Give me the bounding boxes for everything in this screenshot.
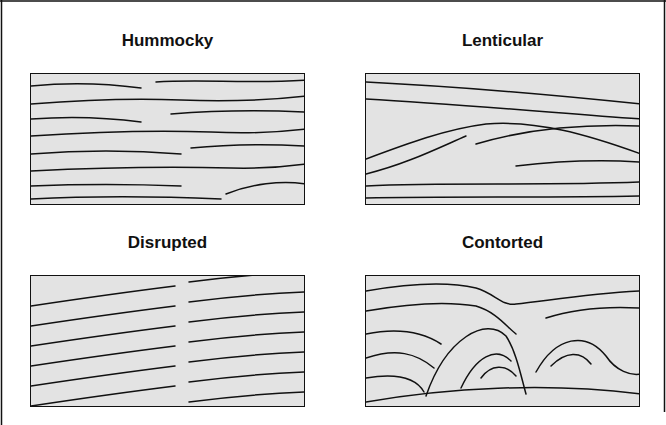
bedding-line: [189, 276, 305, 282]
bedding-line: [366, 388, 640, 402]
strata-panel-group: Lenticular: [365, 30, 640, 205]
bedding-line: [426, 329, 526, 396]
panel-title: Lenticular: [365, 30, 640, 52]
bedding-line: [31, 129, 305, 136]
bedding-line: [366, 353, 434, 368]
bedding-line: [189, 372, 305, 382]
bedding-line: [366, 99, 640, 119]
strata-panel-group: Disrupted: [30, 232, 305, 407]
bedding-line: [516, 161, 640, 166]
bedding-line: [366, 331, 441, 344]
bedding-line: [31, 185, 181, 187]
bedding-line: [366, 196, 640, 198]
bedding-line: [31, 118, 141, 122]
bedding-line: [189, 352, 305, 362]
panel-title: Disrupted: [30, 232, 305, 254]
bedding-line: [31, 96, 305, 104]
bedding-line: [461, 354, 511, 388]
strata-panel-group: Contorted: [365, 232, 640, 407]
bedding-line: [189, 312, 305, 322]
bedding-line: [189, 392, 305, 402]
panel-title: Hummocky: [30, 30, 305, 52]
panel-title: Contorted: [365, 232, 640, 254]
bedding-line: [366, 182, 640, 186]
bedding-line: [366, 82, 640, 104]
strata-panel: [30, 73, 305, 205]
bedding-line: [481, 367, 516, 378]
strata-panel-group: Hummocky: [30, 30, 305, 205]
strata-lines: [31, 74, 305, 205]
bedding-line: [476, 126, 640, 144]
bedding-line: [31, 366, 175, 386]
bedding-line: [31, 164, 305, 171]
strata-lines: [366, 276, 640, 407]
bedding-line: [31, 286, 175, 306]
bedding-line: [31, 306, 175, 326]
bedding-line: [189, 332, 305, 342]
bedding-line: [536, 340, 640, 374]
bedding-line: [546, 307, 640, 318]
bedding-line: [31, 84, 141, 88]
bedding-line: [31, 326, 175, 346]
bedding-line: [366, 376, 424, 392]
bedding-line: [551, 354, 591, 366]
bedding-line: [31, 197, 221, 199]
bedding-line: [171, 111, 305, 114]
strata-lines: [31, 276, 305, 407]
strata-lines: [366, 74, 640, 205]
strata-panel: [365, 73, 640, 205]
bedding-line: [366, 284, 640, 304]
bedding-line: [31, 346, 175, 366]
bedding-line: [189, 292, 305, 302]
strata-panel: [365, 275, 640, 407]
bedding-line: [366, 136, 466, 174]
bedding-line: [156, 80, 305, 82]
bedding-line: [226, 182, 305, 194]
bedding-line: [366, 123, 640, 159]
bedding-line: [31, 386, 175, 406]
bedding-line: [191, 145, 305, 148]
strata-panel: [30, 275, 305, 407]
bedding-line: [31, 151, 181, 154]
